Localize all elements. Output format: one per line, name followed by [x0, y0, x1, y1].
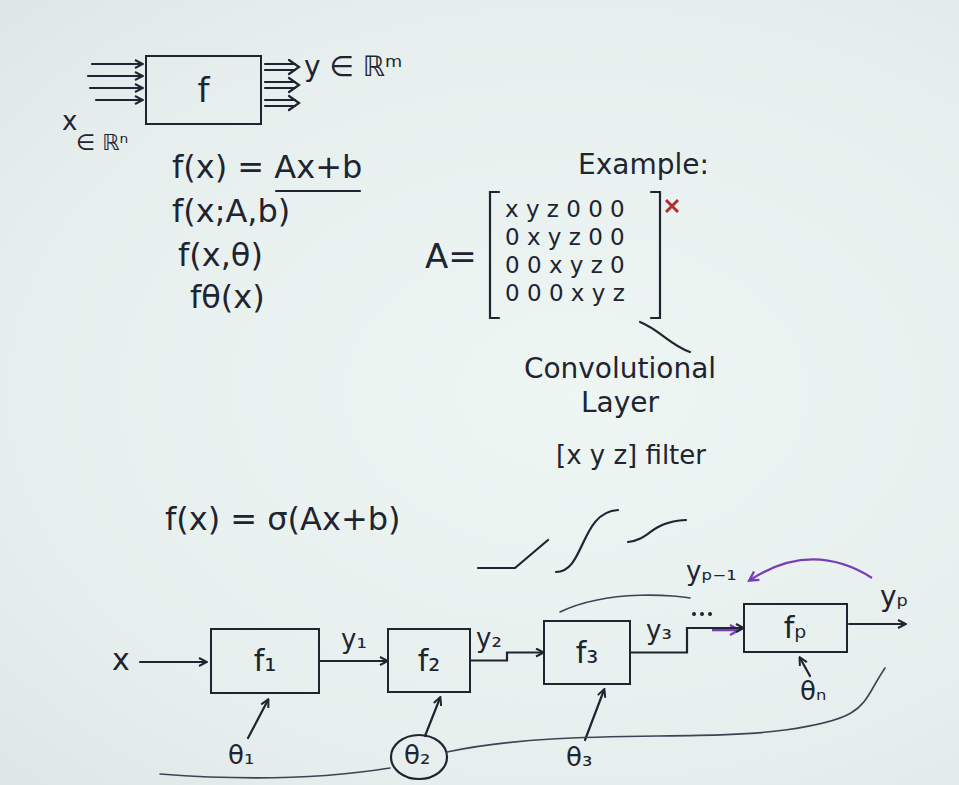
note-text: θ₃ — [566, 742, 592, 773]
note-text: f(x,θ) — [178, 236, 263, 274]
parameter-arrow — [248, 700, 268, 738]
matrix-bracket — [651, 192, 660, 318]
matrix-underline — [640, 322, 690, 352]
function-box: f — [145, 55, 262, 125]
note-text: f(x) = Ax+b — [172, 148, 362, 186]
backward-arrow — [750, 559, 872, 580]
note-text: Example: — [578, 148, 709, 182]
input-arrow — [140, 661, 206, 663]
matrix-bracket — [490, 192, 499, 318]
note-text: f(x;A,b) — [172, 192, 290, 230]
note-text: Convolutional Layer — [500, 352, 740, 419]
note-text: x — [112, 642, 130, 678]
input-arrow — [88, 75, 142, 77]
note-text: yₚ — [880, 580, 909, 614]
red-mark — [666, 200, 678, 212]
function-name: f — [198, 70, 210, 111]
output-arrow — [265, 64, 295, 70]
output-arrow — [289, 78, 299, 92]
function-box: f₁ — [210, 628, 320, 694]
function-name: f₂ — [418, 643, 441, 679]
continuation-dot — [700, 612, 704, 616]
note-text: ∈ ℝⁿ — [76, 130, 128, 156]
function-name: fₚ — [784, 610, 807, 646]
continuation-dot — [692, 612, 696, 616]
note-text: x y z 0 0 0 — [505, 196, 625, 224]
signal-name: y₁ — [338, 624, 370, 655]
note-text: 0 0 0 x y z — [505, 280, 625, 308]
function-box: f₂ — [387, 628, 471, 693]
sweep-curve — [447, 668, 885, 752]
sigmoid-sketch — [556, 510, 618, 572]
output-arrow — [289, 96, 299, 110]
sweep-curve — [560, 595, 690, 612]
circle-mark — [391, 735, 447, 779]
sweep-curve — [160, 768, 390, 778]
note-text: 0 x y z 0 0 — [505, 224, 625, 252]
parameter-arrow — [585, 690, 604, 740]
input-arrow — [90, 87, 142, 89]
function-box: fₚ — [743, 603, 848, 653]
note-text: θₙ — [800, 676, 826, 707]
note-text: y ∈ ℝᵐ — [304, 50, 402, 84]
function-box: f₃ — [543, 620, 631, 685]
signal-name: y₂ — [473, 623, 505, 654]
signal-arrow — [320, 660, 387, 662]
output-arrow — [265, 82, 295, 88]
relu-sketch — [478, 540, 548, 568]
output-arrow — [849, 623, 905, 625]
output-arrow — [265, 100, 295, 106]
continuation-dot — [708, 612, 712, 616]
function-name: f₁ — [254, 643, 277, 679]
signal-name: y₃ — [643, 615, 675, 646]
note-text: x — [62, 106, 77, 137]
note-text: yₚ₋₁ — [686, 556, 737, 587]
note-text: 0 0 x y z 0 — [505, 252, 625, 280]
input-arrow — [92, 63, 142, 65]
tanh-sketch — [628, 520, 686, 542]
input-arrow — [96, 99, 142, 101]
note-text: f(x) = σ(Ax+b) — [165, 500, 401, 538]
output-arrow — [289, 60, 299, 74]
parameter-arrow — [425, 698, 440, 736]
underline — [276, 190, 360, 192]
note-text: A= — [425, 236, 477, 277]
note-text: θ₂ — [404, 740, 430, 771]
note-text: θ₁ — [228, 740, 254, 771]
note-text: fθ(x) — [190, 278, 265, 316]
function-name: f₃ — [576, 635, 599, 671]
parameter-arrow — [800, 658, 810, 676]
note-text: [x y z] filter — [556, 440, 706, 471]
